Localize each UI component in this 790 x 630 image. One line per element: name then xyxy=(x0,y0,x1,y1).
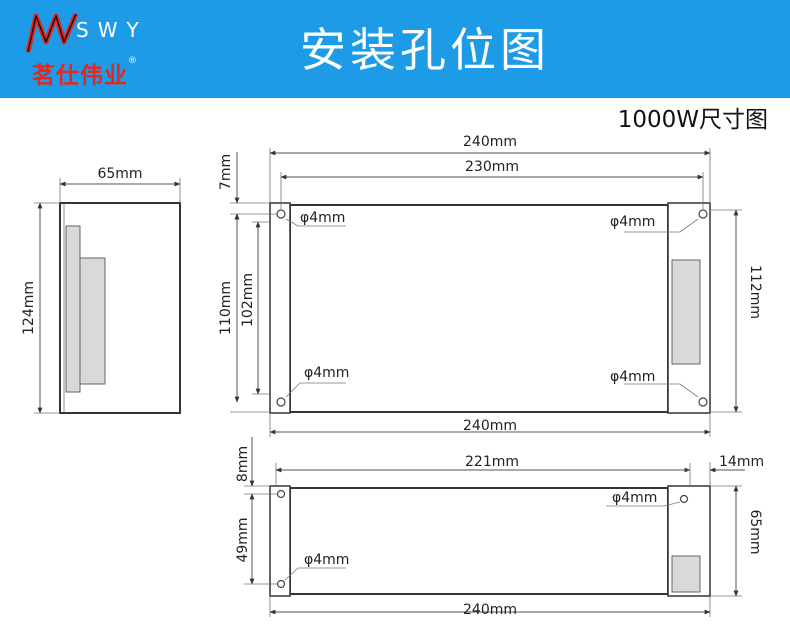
top-view: 240mm 230mm 7mm 110mm 102mm 112mm 240mm … xyxy=(218,134,763,437)
header-banner: SWY 茗仕伟业® 安装孔位图 xyxy=(0,0,790,98)
bottom-view-body xyxy=(289,487,669,595)
bottom-hole-spacing-label: 221mm xyxy=(465,454,519,470)
leader-top-right xyxy=(624,218,699,233)
logo-w-mark-icon xyxy=(25,13,79,53)
bottom-hole-label-right: φ4mm xyxy=(612,490,657,506)
bottom-leader-right xyxy=(606,501,681,507)
hole-label-top-right: φ4mm xyxy=(610,214,655,230)
left-height-label: 110mm xyxy=(218,281,234,335)
side-view-vent-panel xyxy=(79,257,106,385)
drawing-subtitle: 1000W尺寸图 xyxy=(617,107,768,133)
top-view-body xyxy=(289,204,669,413)
hole-vertical-label: 102mm xyxy=(240,273,256,327)
right-height-label: 112mm xyxy=(747,265,763,319)
leader-bottom-right xyxy=(624,383,699,398)
hole-label-bottom-left: φ4mm xyxy=(304,365,349,381)
bottom-right-offset-label: 14mm xyxy=(719,454,764,470)
bottom-leader-left xyxy=(284,567,346,581)
bottom-view: 221mm 14mm 8mm 49mm 65mm 240mm φ4mm φ4mm xyxy=(235,437,764,618)
brand-logo: SWY 茗仕伟业® xyxy=(24,12,154,90)
bottom-width-label: 240mm xyxy=(463,602,517,618)
top-view-left-flange xyxy=(269,202,291,414)
mount-hole-bottom-right xyxy=(698,397,708,407)
top-outer-width-label: 240mm xyxy=(463,134,517,150)
logo-letters: SWY xyxy=(76,18,148,42)
bottom-top-offset-label: 8mm xyxy=(235,446,251,482)
bottom-view-left-flange xyxy=(269,485,291,597)
bottom-height-label: 65mm xyxy=(747,509,763,554)
mount-hole-top-right xyxy=(698,209,708,219)
bottom-hole-top-left xyxy=(276,489,286,499)
registered-mark: ® xyxy=(128,56,138,66)
leader-top-left xyxy=(285,218,346,227)
hole-label-bottom-right: φ4mm xyxy=(610,369,655,385)
top-hole-spacing-label: 230mm xyxy=(465,159,519,175)
top-bottom-width-label: 240mm xyxy=(463,418,517,434)
bottom-hole-vertical-label: 49mm xyxy=(235,517,251,562)
side-height-label: 124mm xyxy=(21,281,37,335)
leader-bottom-left xyxy=(285,382,346,398)
side-view: 65mm 124mm xyxy=(21,166,181,414)
bottom-hole-label-left: φ4mm xyxy=(304,552,349,568)
logo-chinese-name: 茗仕伟业® xyxy=(32,56,138,90)
hole-label-top-left: φ4mm xyxy=(300,210,345,226)
side-width-label: 65mm xyxy=(97,166,142,182)
logo-chinese-text: 茗仕伟业 xyxy=(32,63,128,89)
top-view-right-component xyxy=(671,259,701,365)
mount-hole-top-left xyxy=(276,209,286,219)
bottom-view-right-component xyxy=(671,555,701,593)
top-offset-label: 7mm xyxy=(218,154,234,190)
page-title: 安装孔位图 xyxy=(300,23,550,77)
bottom-hole-bottom-left xyxy=(276,579,286,589)
bottom-hole-right xyxy=(679,494,689,504)
mount-hole-bottom-left xyxy=(276,397,286,407)
side-view-fan-panel xyxy=(65,225,81,393)
